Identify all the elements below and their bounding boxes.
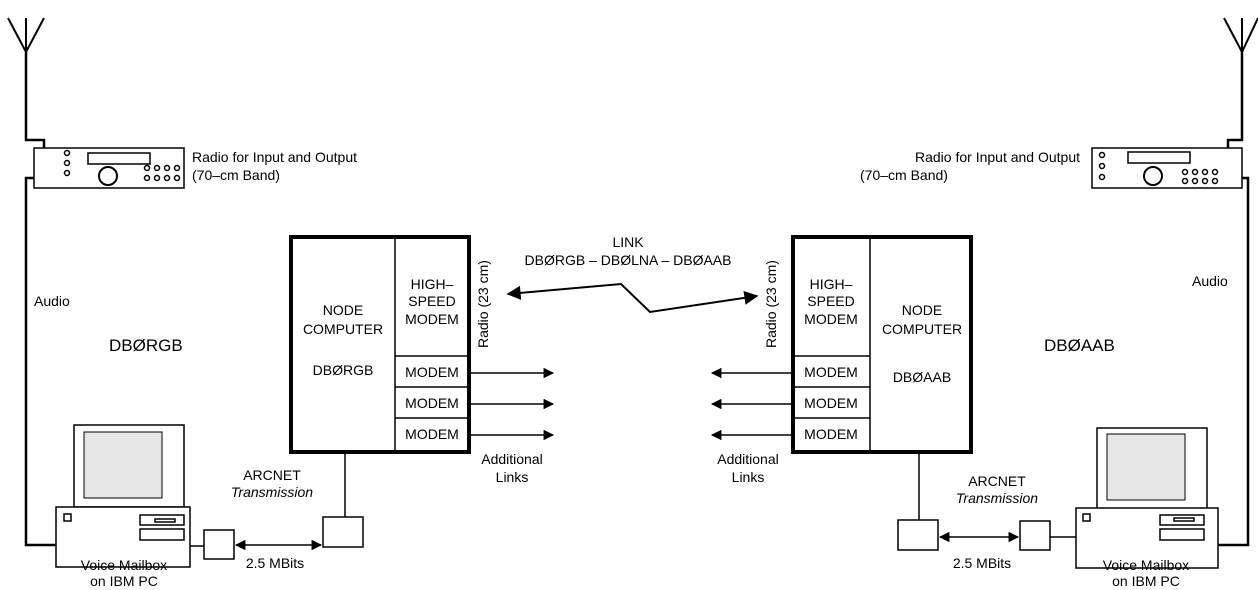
right-node-call: DBØAAB [893,369,951,385]
left-node-label: NODE [323,302,363,318]
right-speed-label: 2.5 MBits [953,555,1011,571]
left-arcnet-adapter-icon [204,530,234,559]
right-hs-modem-label-2: SPEED [807,293,854,309]
right-station-label: DBØAAB [1044,336,1115,355]
right-audio-label: Audio [1192,273,1228,289]
left-radio-icon [34,148,184,188]
left-speed-label: 2.5 MBits [246,555,304,571]
right-antenna-icon [1224,18,1258,148]
left-additional-links: Additional [481,451,543,467]
left-hs-modem-label: HIGH– [411,276,454,292]
right-arcnet-transmission: Transmission [956,490,1038,506]
link-title: LINK [612,234,644,250]
left-antenna-icon [8,18,44,148]
right-modem-1: MODEM [804,364,858,380]
left-audio-label: Audio [34,293,70,309]
left-node-computer-box [291,237,469,452]
left-node-adapter-icon [323,517,363,547]
left-arcnet-transmission: Transmission [231,484,313,500]
left-additional-links-2: Links [496,469,529,485]
right-node-adapter-icon [898,520,938,550]
right-additional-links-2: Links [732,469,765,485]
right-arcnet-label: ARCNET [968,473,1026,489]
right-additional-links: Additional [717,451,779,467]
right-modem-3: MODEM [804,426,858,442]
right-computer-icon [1076,428,1218,568]
left-pc-label: Voice Mailbox [81,557,167,573]
lightning-link-icon [508,284,757,312]
left-radio-23cm-label: Radio (23 cm) [475,260,491,348]
right-radio-band: (70–cm Band) [860,167,948,183]
right-audio-wire [1218,178,1248,545]
left-node-label-2: COMPUTER [303,321,383,337]
left-radio-label: Radio for Input and Output [192,149,357,165]
left-hs-modem-label-2: SPEED [408,293,455,309]
left-arcnet-label: ARCNET [243,467,301,483]
left-station-label: DBØRGB [109,336,183,355]
right-radio-label: Radio for Input and Output [915,149,1080,165]
left-modem-3: MODEM [405,426,459,442]
right-node-computer-box [793,237,971,452]
right-modem-2: MODEM [804,395,858,411]
left-radio-band: (70–cm Band) [192,167,280,183]
right-radio-23cm-label: Radio (23 cm) [763,260,779,348]
left-modem-2: MODEM [405,395,459,411]
left-hs-modem-label-3: MODEM [405,311,459,327]
link-path: DBØRGB – DBØLNA – DBØAAB [525,252,732,268]
left-audio-wire [26,178,56,545]
right-pc-label-2: on IBM PC [1112,573,1180,589]
right-node-label: NODE [902,302,942,318]
left-modem-1: MODEM [405,364,459,380]
right-pc-label: Voice Mailbox [1103,557,1189,573]
right-arcnet-adapter-icon [1020,521,1050,550]
left-pc-label-2: on IBM PC [90,573,158,589]
right-radio-icon [1092,148,1242,188]
right-node-label-2: COMPUTER [882,321,962,337]
right-hs-modem-label: HIGH– [810,276,853,292]
right-hs-modem-label-3: MODEM [804,311,858,327]
left-computer-icon [56,425,190,567]
left-node-call: DBØRGB [313,362,374,378]
